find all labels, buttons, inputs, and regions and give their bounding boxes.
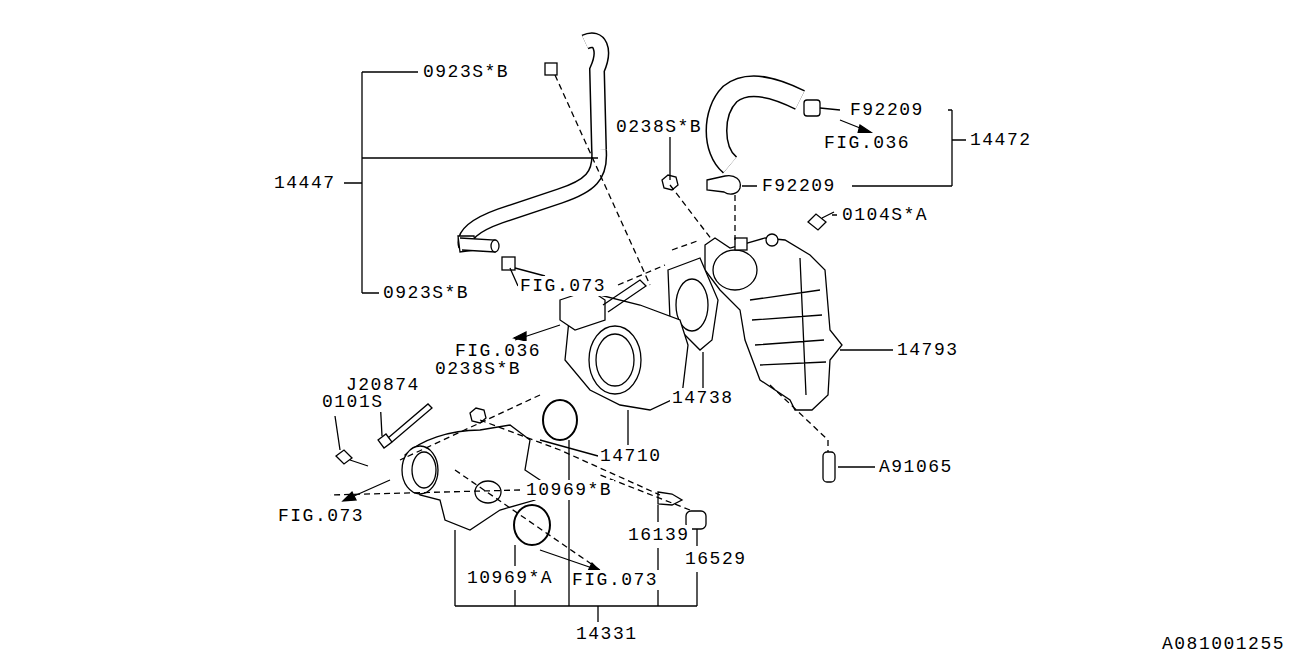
assembly-line <box>330 75 828 570</box>
actuator <box>560 290 605 330</box>
housing <box>705 238 842 410</box>
callout-number: 14793 <box>895 340 961 360</box>
throttle-bore <box>589 326 641 394</box>
hose-clamp <box>545 63 557 75</box>
callout-number: FIG.073 <box>518 276 608 296</box>
pipe-opening <box>402 446 438 494</box>
arrowhead <box>858 125 872 133</box>
bolt <box>336 450 368 466</box>
housing-boss <box>766 234 778 246</box>
callout-number: 16529 <box>683 549 749 569</box>
hose-opening <box>491 240 499 252</box>
callout-number: 14710 <box>598 446 664 466</box>
sensor-stem <box>603 280 646 312</box>
callout-number: FIG.036 <box>453 341 543 361</box>
hose-outline <box>717 86 801 165</box>
leader-line <box>510 108 966 286</box>
arrowhead <box>343 492 356 501</box>
leader-line <box>344 72 598 293</box>
callout-number: 0101S <box>320 392 386 412</box>
arrowhead <box>514 332 526 341</box>
o-ring <box>543 400 577 440</box>
callout-number: 10969*A <box>465 568 555 588</box>
callout-number: FIG.073 <box>570 570 660 590</box>
bolt <box>378 404 432 448</box>
callout-number: 14472 <box>968 130 1034 150</box>
callout-number: 14738 <box>670 388 736 408</box>
callout-number: 14331 <box>574 624 640 644</box>
callout-number: 0923S*B <box>381 283 471 303</box>
callout-number: FIG.036 <box>822 133 912 153</box>
callout-number: F92209 <box>848 100 926 120</box>
callout-number: 14447 <box>272 173 338 193</box>
callout-number: 10969*B <box>524 480 614 500</box>
leader-line <box>345 120 893 467</box>
callout-number: A91065 <box>877 457 955 477</box>
dowel <box>823 452 835 482</box>
callout-number: F92209 <box>760 176 838 196</box>
callout-number: A081001255 <box>1160 634 1287 653</box>
o-ring <box>514 505 550 545</box>
callout-number: 0238S*B <box>614 117 704 137</box>
callout-number: FIG.073 <box>276 506 366 526</box>
hose-clamp <box>502 257 515 270</box>
housing-rib <box>750 258 826 395</box>
callout-number: 0923S*B <box>421 62 511 82</box>
callout-number: 0104S*A <box>840 205 930 225</box>
pipe-opening-inner <box>412 452 436 488</box>
hose-fill <box>717 86 801 165</box>
housing-nipple <box>735 238 747 250</box>
fig-arrow <box>345 120 870 570</box>
housing-port <box>713 250 757 290</box>
throttle-bore-inner <box>596 334 634 386</box>
callout-number: 0238S*B <box>433 359 523 379</box>
hose-clamp <box>707 176 740 194</box>
hose-clamp <box>804 100 820 116</box>
bolt <box>808 212 834 230</box>
leader-line <box>455 440 697 622</box>
callout-number: 16139 <box>626 525 692 545</box>
hose-end-pipe <box>460 238 495 252</box>
